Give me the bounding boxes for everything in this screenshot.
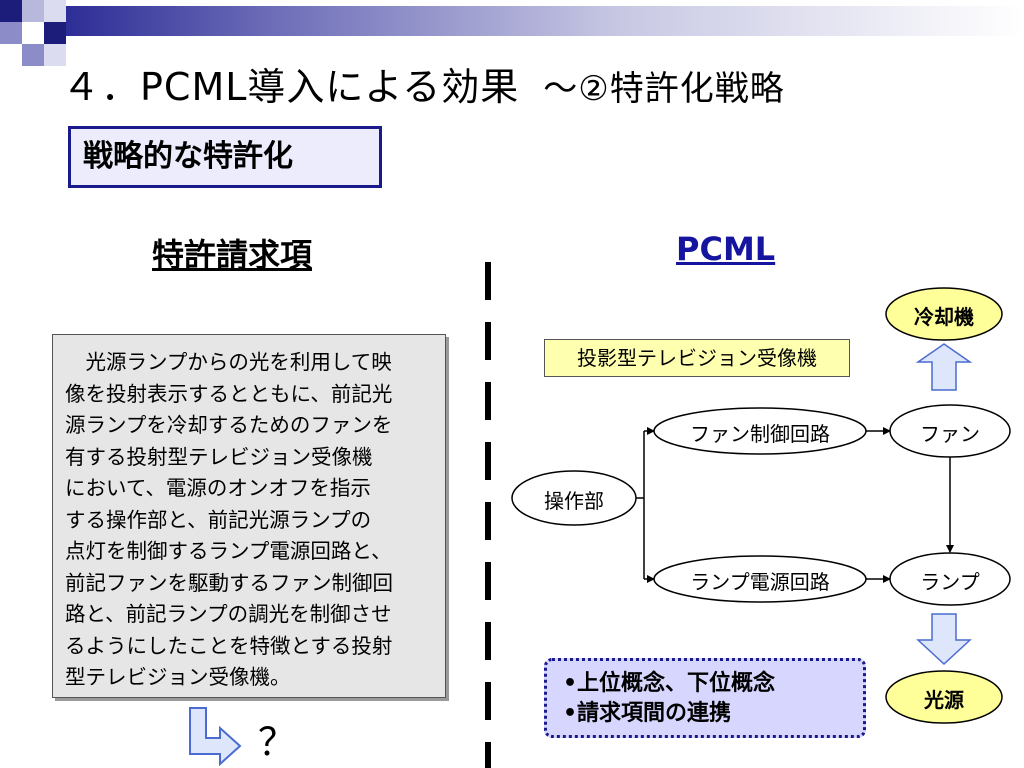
question-mark: ？	[258, 720, 297, 764]
deco-square	[22, 44, 44, 66]
down-right-arrow-icon	[189, 707, 242, 767]
note-item: •請求項間の連携	[563, 701, 732, 726]
claim-line: るようにしたことを特徴とする投射	[65, 633, 393, 658]
node-light-source-shape	[885, 670, 1003, 724]
strategy-label-box: 戦略的な特許化	[68, 126, 382, 188]
decorative-squares	[0, 0, 66, 66]
patent-claim-box: 光源ランプからの光を利用して映 像を投射表示するとともに、前記光 源ランプを冷却…	[52, 334, 446, 698]
system-label-box: 投影型テレビジョン受像機	[544, 339, 850, 377]
claim-line: する操作部と、前記光源ランプの	[65, 507, 372, 532]
node-lamp-power-shape	[653, 555, 867, 603]
node-light-source-label: 光源	[924, 688, 964, 712]
claim-line: 前記ファンを駆動するファン制御回	[65, 570, 393, 595]
slide-title-sub: ～②特許化戦略	[543, 69, 785, 109]
claim-line: 有する投射型テレビジョン受像機	[65, 444, 373, 469]
slide-title-main: ４．PCML導入による効果	[62, 65, 520, 109]
down-arrow-icon	[916, 613, 972, 666]
node-lamp-power-label: ランプ電源回路	[690, 570, 830, 594]
node-fan-shape	[889, 404, 1011, 458]
node-cooling-label: 冷却機	[914, 305, 974, 329]
deco-square	[22, 22, 44, 44]
deco-square	[22, 0, 44, 22]
node-lamp-shape	[889, 552, 1011, 606]
slide-title: ４．PCML導入による効果 ～②特許化戦略	[62, 56, 785, 111]
node-fan-label: ファン	[920, 422, 980, 446]
claim-line: 像を投射表示するとともに、前記光	[65, 381, 393, 406]
claim-line: 源ランプを冷却するためのファンを	[65, 413, 393, 437]
claims-heading: 特許請求項	[152, 236, 313, 274]
deco-square	[44, 0, 66, 22]
claim-line: 路と、前記ランプの調光を制御させ	[65, 602, 392, 626]
node-cooling-shape	[885, 287, 1003, 341]
node-fan-control-label: ファン制御回路	[690, 422, 830, 446]
node-operation-shape	[511, 470, 637, 526]
deco-square	[0, 0, 22, 22]
claim-line: において、電源のオンオフを指示	[65, 476, 371, 500]
note-item: •上位概念、下位概念	[563, 671, 776, 696]
deco-square	[44, 44, 66, 66]
node-operation-label: 操作部	[544, 489, 604, 513]
deco-square	[0, 22, 22, 44]
deco-square	[44, 22, 66, 44]
claim-line: 光源ランプからの光を利用して映	[65, 350, 392, 374]
node-fan-control-shape	[653, 407, 867, 455]
pcml-heading: PCML	[676, 230, 776, 268]
up-arrow-icon	[915, 343, 973, 391]
node-lamp-label: ランプ	[920, 570, 980, 594]
claim-line: 型テレビジョン受像機。	[65, 665, 291, 689]
header-gradient-bar	[20, 6, 1024, 36]
notes-box: •上位概念、下位概念 •請求項間の連携	[544, 658, 866, 738]
claim-line: 点灯を制御するランプ電源回路と、	[65, 539, 392, 563]
